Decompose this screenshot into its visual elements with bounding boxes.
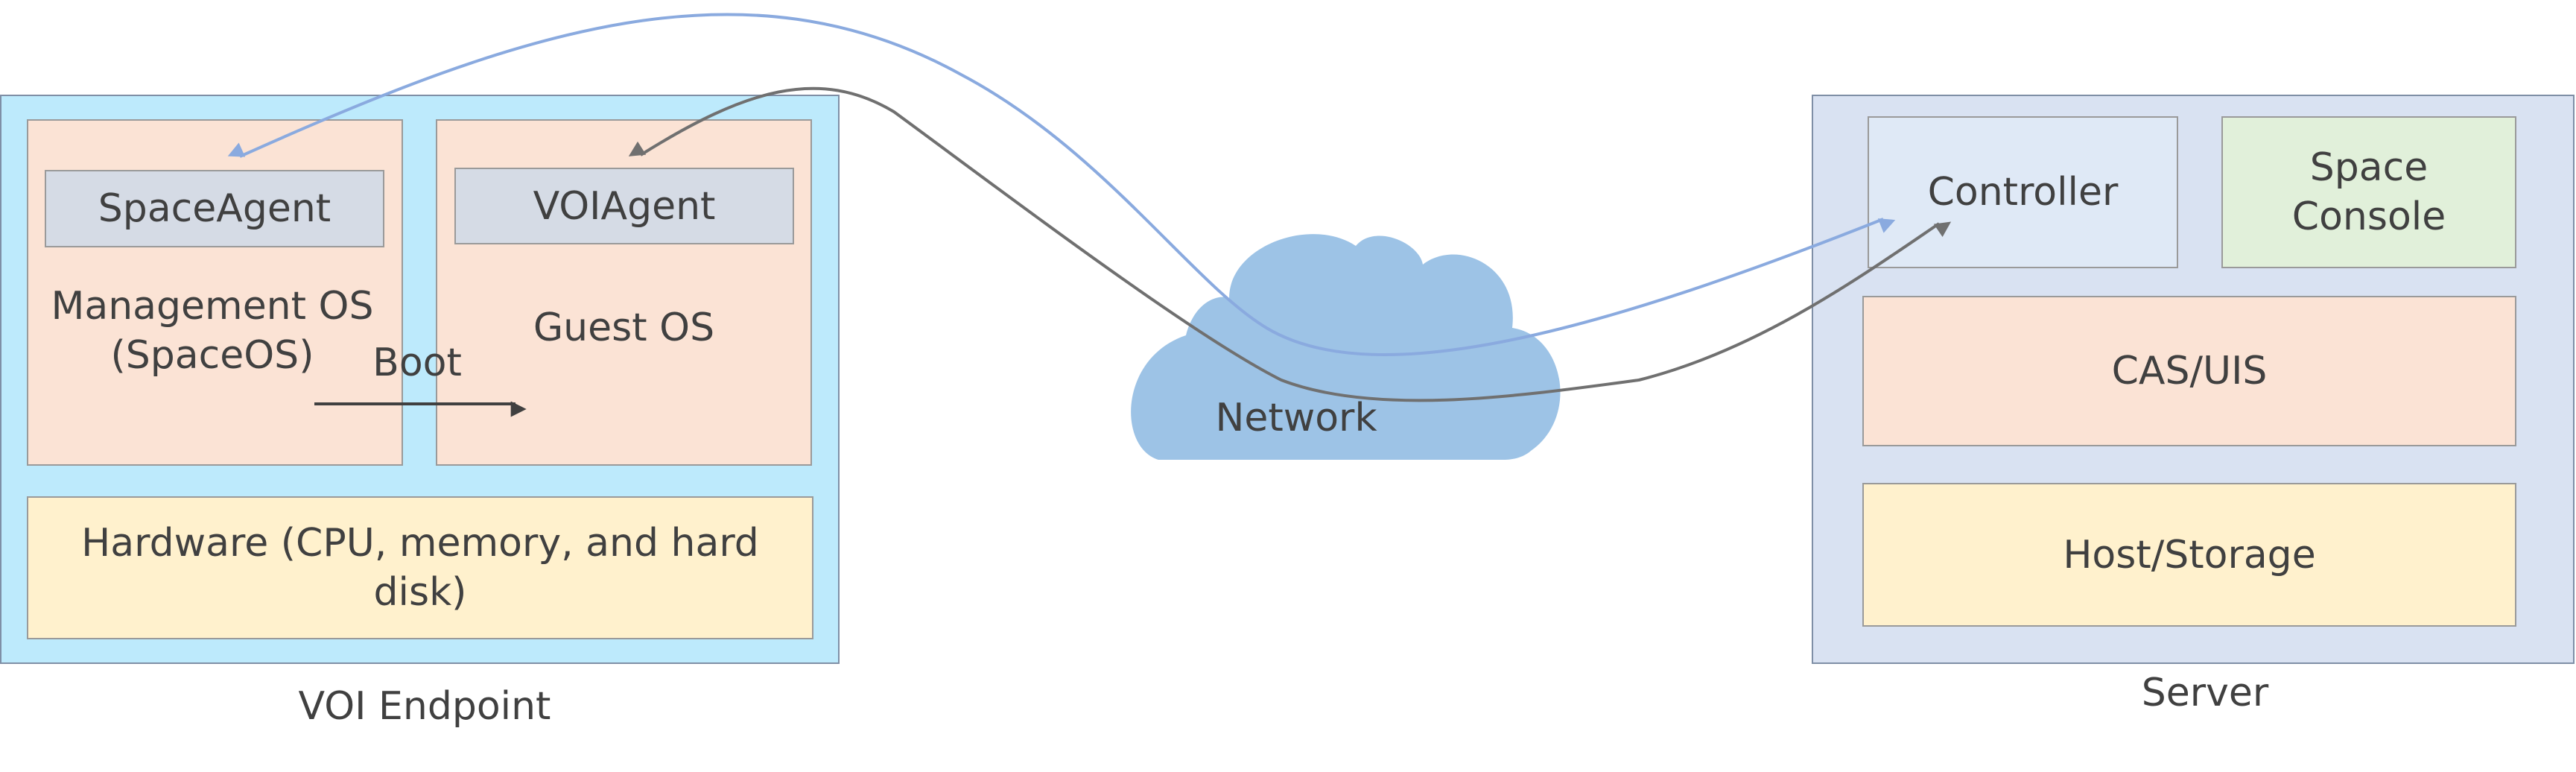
network-label: Network xyxy=(1215,396,1377,440)
voiagent-controller-link xyxy=(628,86,1952,402)
management-os-label: Management OS (SpaceOS) xyxy=(51,284,374,378)
space-console-box: Space Console xyxy=(2221,116,2516,268)
guest-os-label: Guest OS xyxy=(533,306,715,350)
voi-endpoint-caption: VOI Endpoint xyxy=(298,684,551,729)
cas-uis-box: CAS/UIS xyxy=(1862,296,2516,446)
controller-label: Controller xyxy=(1927,170,2119,215)
boot-label: Boot xyxy=(372,341,462,385)
hardware-box: Hardware (CPU, memory, and hard disk) xyxy=(27,496,813,639)
network-cloud xyxy=(1131,234,1561,460)
cas-uis-label: CAS/UIS xyxy=(2111,349,2268,393)
hardware-label: Hardware (CPU, memory, and hard disk) xyxy=(81,521,759,615)
space-console-label: Space Console xyxy=(2291,145,2446,239)
host-storage-box: Host/Storage xyxy=(1862,483,2516,627)
spaceagent-controller-link xyxy=(227,13,1896,356)
host-storage-label: Host/Storage xyxy=(2063,532,2316,578)
server-caption: Server xyxy=(2141,671,2269,715)
